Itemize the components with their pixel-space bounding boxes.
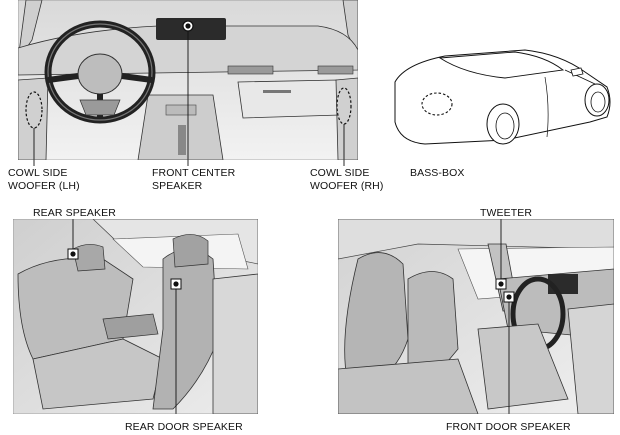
front-door-speaker-label: FRONT DOOR SPEAKER (446, 421, 571, 433)
cowl-woofer-lh-label: COWL SIDE WOOFER (LH) (8, 167, 80, 192)
cowl-woofer-lh-marker (25, 91, 43, 129)
rear-door-speaker-label: REAR DOOR SPEAKER (125, 421, 243, 433)
rear-speaker-label: REAR SPEAKER (33, 207, 116, 219)
rear-door-speaker-marker (170, 278, 182, 290)
front-cabin-illustration (338, 219, 614, 414)
steering-wheel (44, 20, 156, 124)
dashboard-illustration (18, 0, 358, 160)
rear-speaker-marker (67, 248, 79, 260)
tweeter-label: TWEETER (480, 207, 533, 219)
exterior-car-illustration (394, 49, 611, 145)
front-center-speaker-label: FRONT CENTER SPEAKER (152, 167, 236, 192)
tweeter-marker (495, 278, 507, 290)
front-door-speaker-marker (503, 291, 515, 303)
bass-box-label: BASS-BOX (410, 167, 465, 179)
cowl-woofer-rh-label: COWL SIDE WOOFER (RH) (310, 167, 384, 192)
dashboard-leader-extensions (33, 160, 345, 166)
bass-box-marker (421, 92, 453, 116)
front-center-speaker-marker (182, 20, 194, 32)
rear-cabin-illustration (13, 219, 258, 414)
